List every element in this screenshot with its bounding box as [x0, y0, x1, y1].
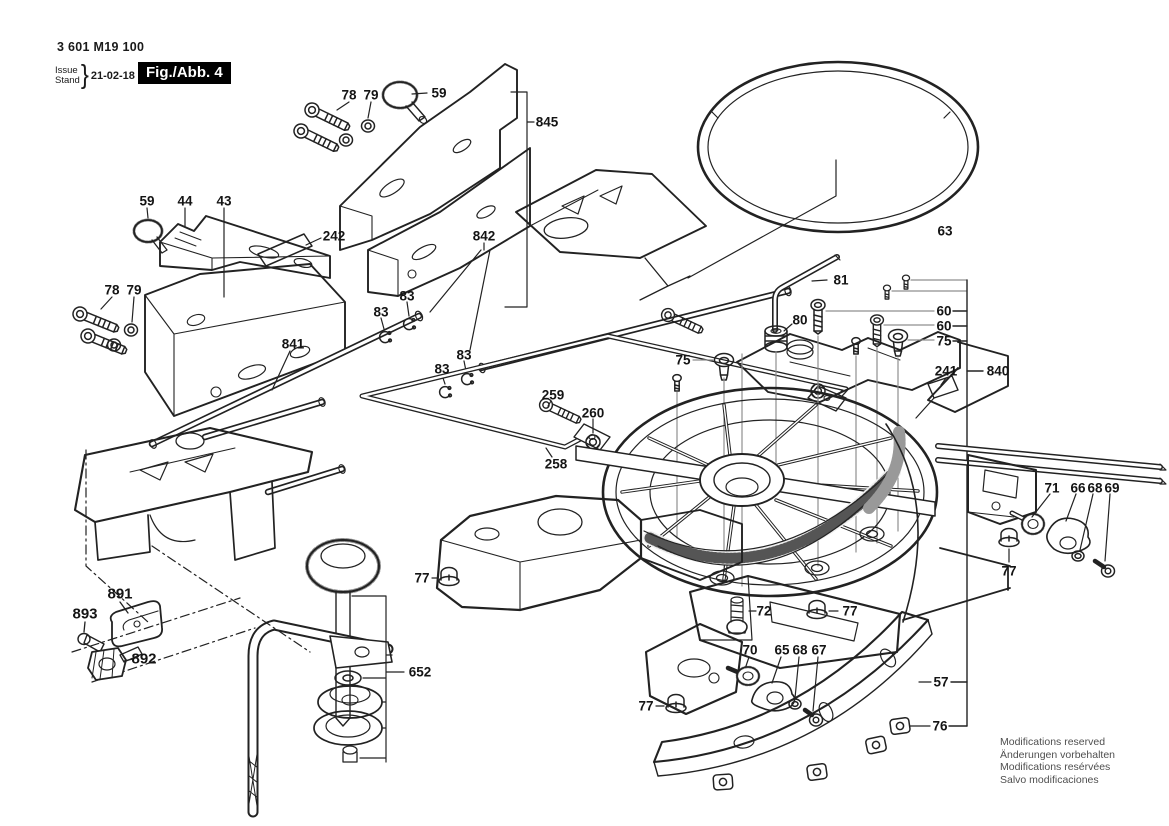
- part-label-76-42: 76: [932, 719, 948, 734]
- part-label-83-13: 83: [399, 289, 415, 304]
- part-label-845-3: 845: [536, 115, 559, 130]
- part-label-840-27: 840: [987, 364, 1010, 379]
- plate-242: [257, 233, 322, 267]
- part-label-59-5: 59: [139, 194, 154, 209]
- part-label-242-8: 242: [323, 229, 346, 244]
- clamp-parts-71-66-68-69: [1009, 493, 1116, 578]
- footer-line-en: Modifications reserved: [1000, 736, 1106, 748]
- part-label-892-46: 892: [131, 651, 156, 668]
- clamping-knob-59-top: [381, 80, 428, 125]
- screws-78-79-top: [290, 99, 376, 157]
- footer-notice: Modifications reserved Änderungen vorbeh…: [1000, 736, 1115, 786]
- work-clamp-652: [247, 538, 405, 818]
- part-label-68-37: 68: [792, 643, 808, 658]
- part-label-75-25: 75: [675, 353, 691, 368]
- bolt-72: [726, 596, 757, 635]
- fence-bracket-43: [144, 207, 346, 417]
- issue-label-de: Stand: [55, 75, 80, 86]
- clamp-parts-70-65-68-67: [725, 656, 824, 727]
- part-label-77-40: 77: [414, 571, 429, 586]
- part-label-60-22: 60: [936, 304, 951, 319]
- part-label-77-34: 77: [842, 604, 857, 619]
- part-label-57-41: 57: [933, 675, 948, 690]
- part-label-260-18: 260: [582, 406, 605, 421]
- document-part-number: 3 601 M19 100: [57, 40, 145, 54]
- screws-78-79-left: [70, 296, 139, 359]
- part-label-259-17: 259: [542, 388, 565, 403]
- part-label-652-43: 652: [409, 665, 432, 680]
- fence-plate-845: [339, 63, 535, 308]
- part-label-43-7: 43: [216, 194, 232, 209]
- parts-891-893-892: [77, 600, 163, 681]
- part-label-44-6: 44: [177, 194, 193, 209]
- part-label-79-1: 79: [363, 88, 378, 103]
- part-label-841-12: 841: [282, 337, 305, 352]
- extension-support-left: [71, 426, 314, 683]
- part-label-83-14: 83: [373, 305, 389, 320]
- issue-brace: }: [80, 60, 89, 91]
- turntable: [575, 386, 939, 623]
- part-label-69-31: 69: [1104, 481, 1119, 496]
- nuts-260: [585, 383, 826, 450]
- part-label-78-0: 78: [341, 88, 357, 103]
- clamping-knob-59-left: [132, 207, 168, 254]
- bolts-259: [536, 305, 706, 428]
- part-label-60-23: 60: [936, 319, 951, 334]
- part-label-83-16: 83: [456, 348, 472, 363]
- part-label-842-9: 842: [473, 229, 496, 244]
- fence-44: [159, 215, 331, 279]
- part-label-78-10: 78: [104, 283, 120, 298]
- bushing-80: [764, 323, 793, 353]
- issue-label-en: Issue: [55, 65, 78, 76]
- footer-line-de: Änderungen vorbehalten: [1000, 748, 1116, 761]
- header: 3 601 M19 100: [57, 40, 144, 54]
- rear-casting: [736, 331, 1009, 413]
- part-label-258-19: 258: [545, 457, 568, 472]
- feet-caps-77: [431, 527, 1020, 714]
- part-label-81-20: 81: [833, 273, 849, 288]
- part-label-63-4: 63: [937, 224, 953, 239]
- part-label-83-15: 83: [434, 362, 450, 377]
- circlips-83: [378, 301, 475, 399]
- square-nuts-76: [712, 716, 912, 791]
- table-ring-63: [687, 60, 980, 279]
- footer-line-fr: Modifications resérvées: [1000, 761, 1111, 773]
- footer-line-es: Salvo modificaciones: [1000, 773, 1099, 786]
- support-bracket-258: [359, 333, 849, 458]
- part-label-66-29: 66: [1070, 481, 1086, 496]
- part-label-59-2: 59: [431, 86, 446, 101]
- part-label-65-36: 65: [774, 643, 790, 658]
- part-label-71-28: 71: [1044, 481, 1060, 496]
- part-label-80-21: 80: [792, 313, 807, 328]
- figure-badge: Fig./Abb. 4: [138, 62, 231, 84]
- part-label-893-45: 893: [72, 606, 97, 623]
- detent-arc-57: [652, 610, 933, 777]
- table-insert: [515, 169, 707, 301]
- part-label-67-38: 67: [811, 643, 826, 658]
- allen-key-81: [771, 254, 841, 333]
- sticker-241: [915, 375, 959, 419]
- issue-stand-block: Issue Stand } 21-02-18: [55, 60, 135, 91]
- part-label-77-39: 77: [638, 699, 653, 714]
- part-label-891-44: 891: [107, 586, 132, 603]
- extension-rails-right: [935, 443, 1167, 525]
- guide-rod-842: [429, 242, 792, 374]
- part-label-77-32: 77: [1001, 564, 1016, 579]
- part-label-72-33: 72: [756, 604, 771, 619]
- part-label-241-26: 241: [935, 364, 958, 379]
- issue-date: 21-02-18: [90, 70, 135, 82]
- part-labels-layer: 78 79 59 845 63 59 44 43 242 842 78 79 841 83 83 83 83 25…: [72, 86, 1119, 734]
- part-label-79-11: 79: [126, 283, 141, 298]
- part-label-75-24: 75: [936, 334, 952, 349]
- part-label-70-35: 70: [742, 643, 757, 658]
- part-label-68-30: 68: [1087, 481, 1103, 496]
